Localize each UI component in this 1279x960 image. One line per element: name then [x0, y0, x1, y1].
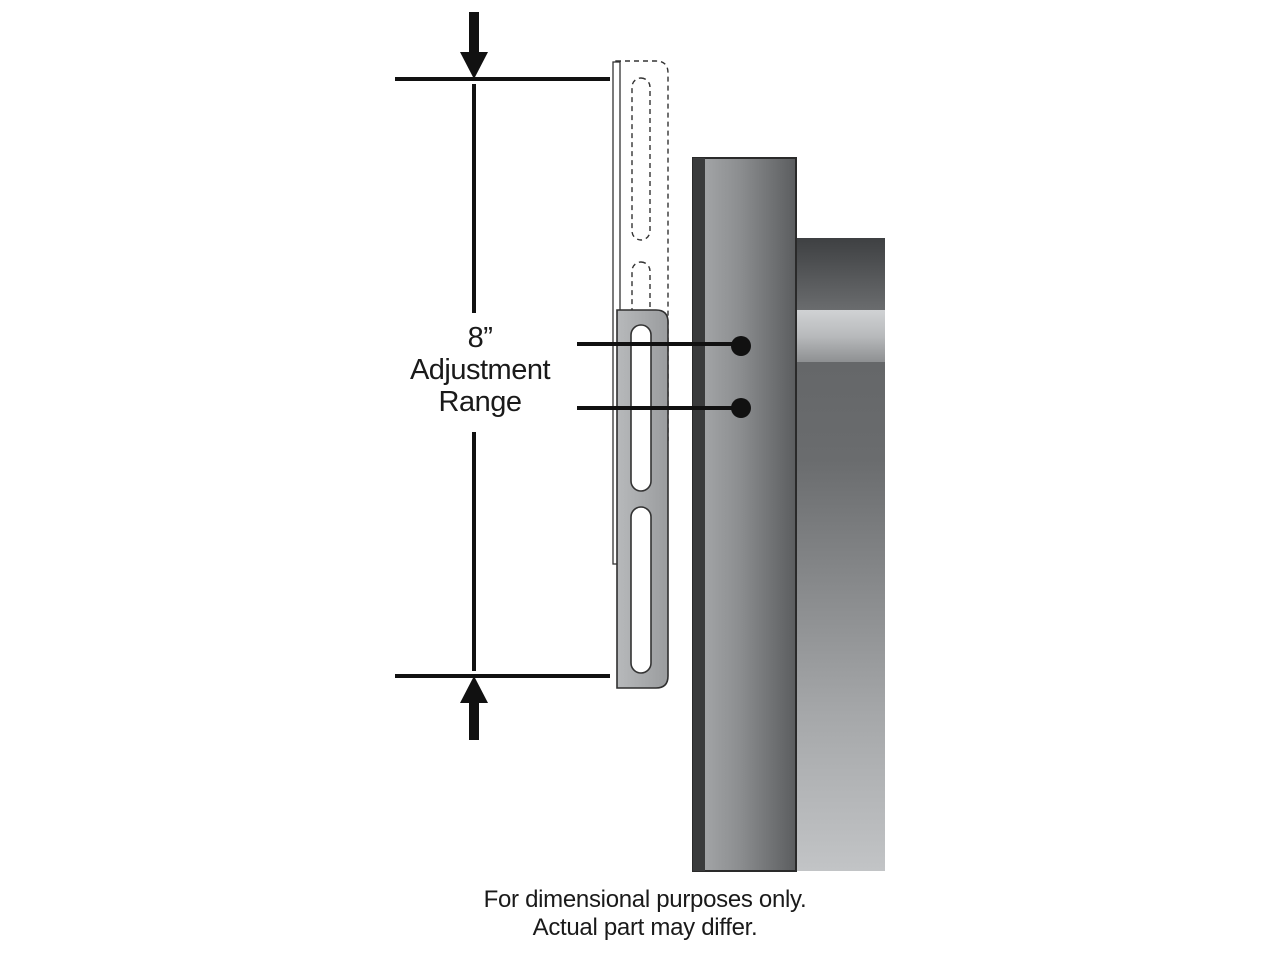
dimension-label-line1: Adjustment [409, 354, 551, 386]
vertical-post [692, 157, 797, 872]
dimension-label-line2: Range [438, 386, 522, 418]
side-panel [795, 238, 885, 871]
disclaimer-line2: Actual part may differ. [532, 914, 758, 941]
dimension-value: 8” [467, 322, 493, 354]
adjustable-bracket [616, 309, 669, 689]
disclaimer-line1: For dimensional purposes only. [483, 886, 807, 913]
adjustment-range-label: 8” Adjustment Range [380, 322, 580, 418]
bottom-arrow-icon [460, 676, 488, 740]
top-arrow-icon [460, 12, 488, 79]
dimension-line [395, 77, 610, 678]
disclaimer-caption: For dimensional purposes only. Actual pa… [400, 886, 890, 942]
mounting-bolts [577, 336, 751, 418]
